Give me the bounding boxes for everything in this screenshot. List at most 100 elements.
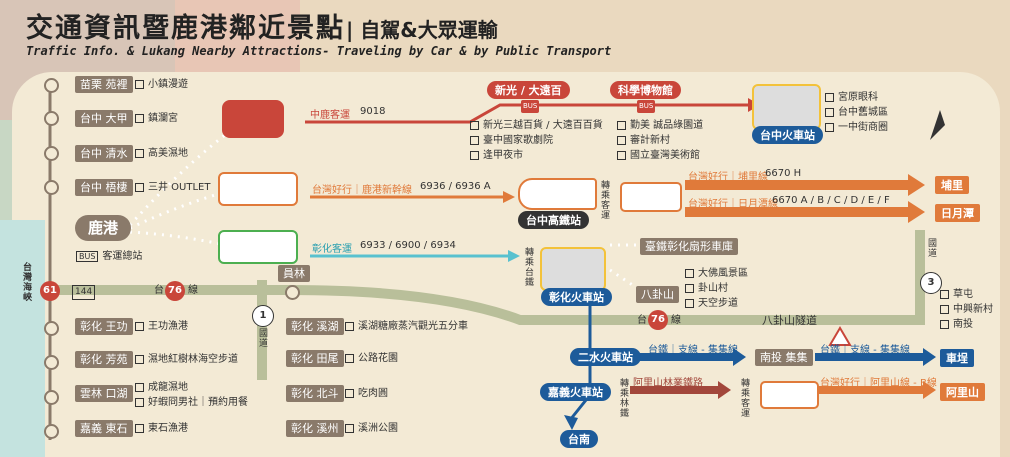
route-jiji-arrow1	[733, 348, 746, 366]
route-jiji-arrow2	[923, 348, 936, 366]
stop-wuqi: 台中 梧棲	[75, 179, 133, 196]
stop-qingshui-note: 高美濕地	[135, 147, 188, 160]
stop-dot	[44, 355, 59, 370]
highway-76-badge-2: 76	[648, 310, 668, 330]
lukang-hub: 鹿港	[75, 215, 131, 241]
route-alishan-rail-arrow	[718, 381, 731, 399]
dotted-lukang-3	[129, 230, 226, 247]
stop-yuanlin-dot	[285, 285, 300, 300]
stop-nantou-jiji: 南投 集集	[755, 349, 813, 366]
bus-icon-red	[222, 100, 284, 138]
route-zhonglu-line	[305, 103, 750, 124]
stop-fan-shed: 臺鐵彰化扇形車庫	[640, 238, 738, 255]
stop-dongshi-note: 東石漁港	[135, 422, 188, 435]
stop-kouhu-note2: 好蝦冏男社｜預約用餐	[135, 396, 248, 409]
route-alishan-rail-bar	[630, 386, 720, 394]
bus-icon-alishan	[760, 381, 819, 409]
highway-76-label-d: 線	[671, 315, 681, 326]
route-zhonglu-name: 中鹿客運	[310, 110, 350, 121]
nantou-note-3: 南投	[940, 318, 973, 331]
stop-xizhou: 彰化 溪州	[286, 420, 344, 437]
bus-stop-icon-1: BUS	[521, 100, 540, 113]
stop-dot	[44, 321, 59, 336]
stop-hsr: 台中高鐵站	[518, 211, 589, 229]
national-highway-3-label: 國道	[926, 238, 936, 258]
route-jiji-bar2	[815, 353, 925, 361]
xinguang-note-2: 臺中國家歌劇院	[470, 134, 553, 147]
route-changhua-bus-code: 6933 / 6900 / 6934	[360, 240, 456, 251]
bagua-note-2: 卦山村	[685, 282, 728, 295]
train-icon-taichung	[752, 84, 821, 130]
highway-61-badge: 61	[40, 281, 60, 301]
highway-76-line	[289, 230, 925, 325]
stop-bagua: 八卦山	[636, 286, 679, 303]
national-highway-1-label: 國道	[257, 328, 267, 348]
stop-kouhu-note1: 成龍濕地	[135, 381, 188, 394]
stop-tainan: 台南	[560, 430, 598, 448]
stop-dot	[44, 146, 59, 161]
stop-yuanlin: 員林	[278, 265, 310, 282]
dotted-lukang-2	[129, 190, 226, 230]
bagua-note-1: 大佛風景區	[685, 267, 748, 280]
route-alishan-bus-name: 台灣好行｜阿里山線 - B線	[820, 378, 937, 389]
route-lukang-express-arrow	[503, 191, 515, 203]
railway-line	[568, 285, 592, 421]
sea-label: 台灣海峽	[21, 262, 31, 302]
stop-dajia: 台中 大甲	[75, 110, 133, 127]
dest-sunmoon: 日月潭	[935, 204, 980, 222]
bus-icon-orange	[218, 172, 298, 206]
highway-76-label-b: 線	[188, 285, 198, 296]
route-sunmoon-arrow	[908, 201, 925, 223]
dest-puli: 埔里	[935, 176, 969, 194]
stop-wanggong-note: 王功漁港	[135, 320, 188, 333]
stop-dot	[44, 180, 59, 195]
dest-alishan: 阿里山	[940, 383, 985, 401]
xinguang-note-3: 逢甲夜市	[470, 149, 523, 162]
railway-arrow	[564, 415, 578, 430]
tianwei-note: 公路花園	[345, 352, 398, 365]
stop-qingshui: 台中 清水	[75, 145, 133, 162]
taichung-note-3: 一中街商圈	[825, 121, 888, 134]
transfer-forest-rail: 轉乘林鐵	[618, 378, 628, 418]
stop-fangyuan-note: 濕地紅樹林海空步道	[135, 353, 238, 366]
route-sunmoon-name: 台灣好行｜日月潭線	[688, 199, 778, 210]
stop-beidou: 彰化 北斗	[286, 385, 344, 402]
xinguang-note-1: 新光三越百貨 / 大遠百百貨	[470, 119, 603, 132]
stop-miaoli-note: 小鎮漫遊	[135, 78, 188, 91]
stop-museum: 科學博物館	[610, 81, 681, 99]
route-puli-code: 6670 H	[765, 168, 802, 179]
stop-xinguang: 新光 / 大遠百	[487, 81, 570, 99]
stop-dot	[44, 390, 59, 405]
hsr-train-icon	[518, 178, 597, 210]
route-alishan-bus-bar	[815, 386, 925, 394]
tunnel-warning-icon	[828, 326, 852, 346]
beidou-note: 吃肉圓	[345, 387, 388, 400]
stop-dajia-note: 鎮瀾宮	[135, 112, 178, 125]
transfer-bus-1: 轉乘客運	[599, 180, 609, 220]
compass-icon	[930, 110, 945, 140]
route-puli-bar	[685, 180, 910, 190]
bus-icon-hsr	[620, 182, 682, 212]
dest-chegeng: 車埕	[940, 349, 974, 367]
route-lukang-express-code: 6936 / 6936 A	[420, 181, 491, 192]
train-icon-changhua	[540, 247, 606, 291]
national-highway-1-badge: 1	[252, 305, 274, 327]
sea-area	[0, 220, 45, 457]
route-alishan-rail-name: 阿里山林業鐵路	[633, 378, 703, 389]
stop-tianwei: 彰化 田尾	[286, 350, 344, 367]
page-title: 交通資訊暨鹿港鄰近景點	[26, 13, 345, 44]
stop-taichung-station: 台中火車站	[752, 126, 823, 144]
stop-wuqi-note: 三井 OUTLET	[135, 181, 210, 194]
tunnel-label: 八卦山隧道	[762, 314, 817, 327]
route-jiji-name-2: 台鐵｜支線 - 集集線	[820, 345, 910, 356]
route-puli-arrow	[908, 174, 925, 196]
stop-dot	[44, 78, 59, 93]
route-jiji-name-1: 台鐵｜支線 - 集集線	[648, 345, 738, 356]
bagua-note-3: 天空步道	[685, 297, 738, 310]
page-title-sub: | 自駕&大眾運輸	[346, 18, 498, 42]
route-lukang-express-name: 台灣好行｜鹿港新幹線	[312, 185, 412, 196]
nantou-note-2: 中興新村	[940, 303, 993, 316]
route-jiji-bar1	[640, 353, 735, 361]
